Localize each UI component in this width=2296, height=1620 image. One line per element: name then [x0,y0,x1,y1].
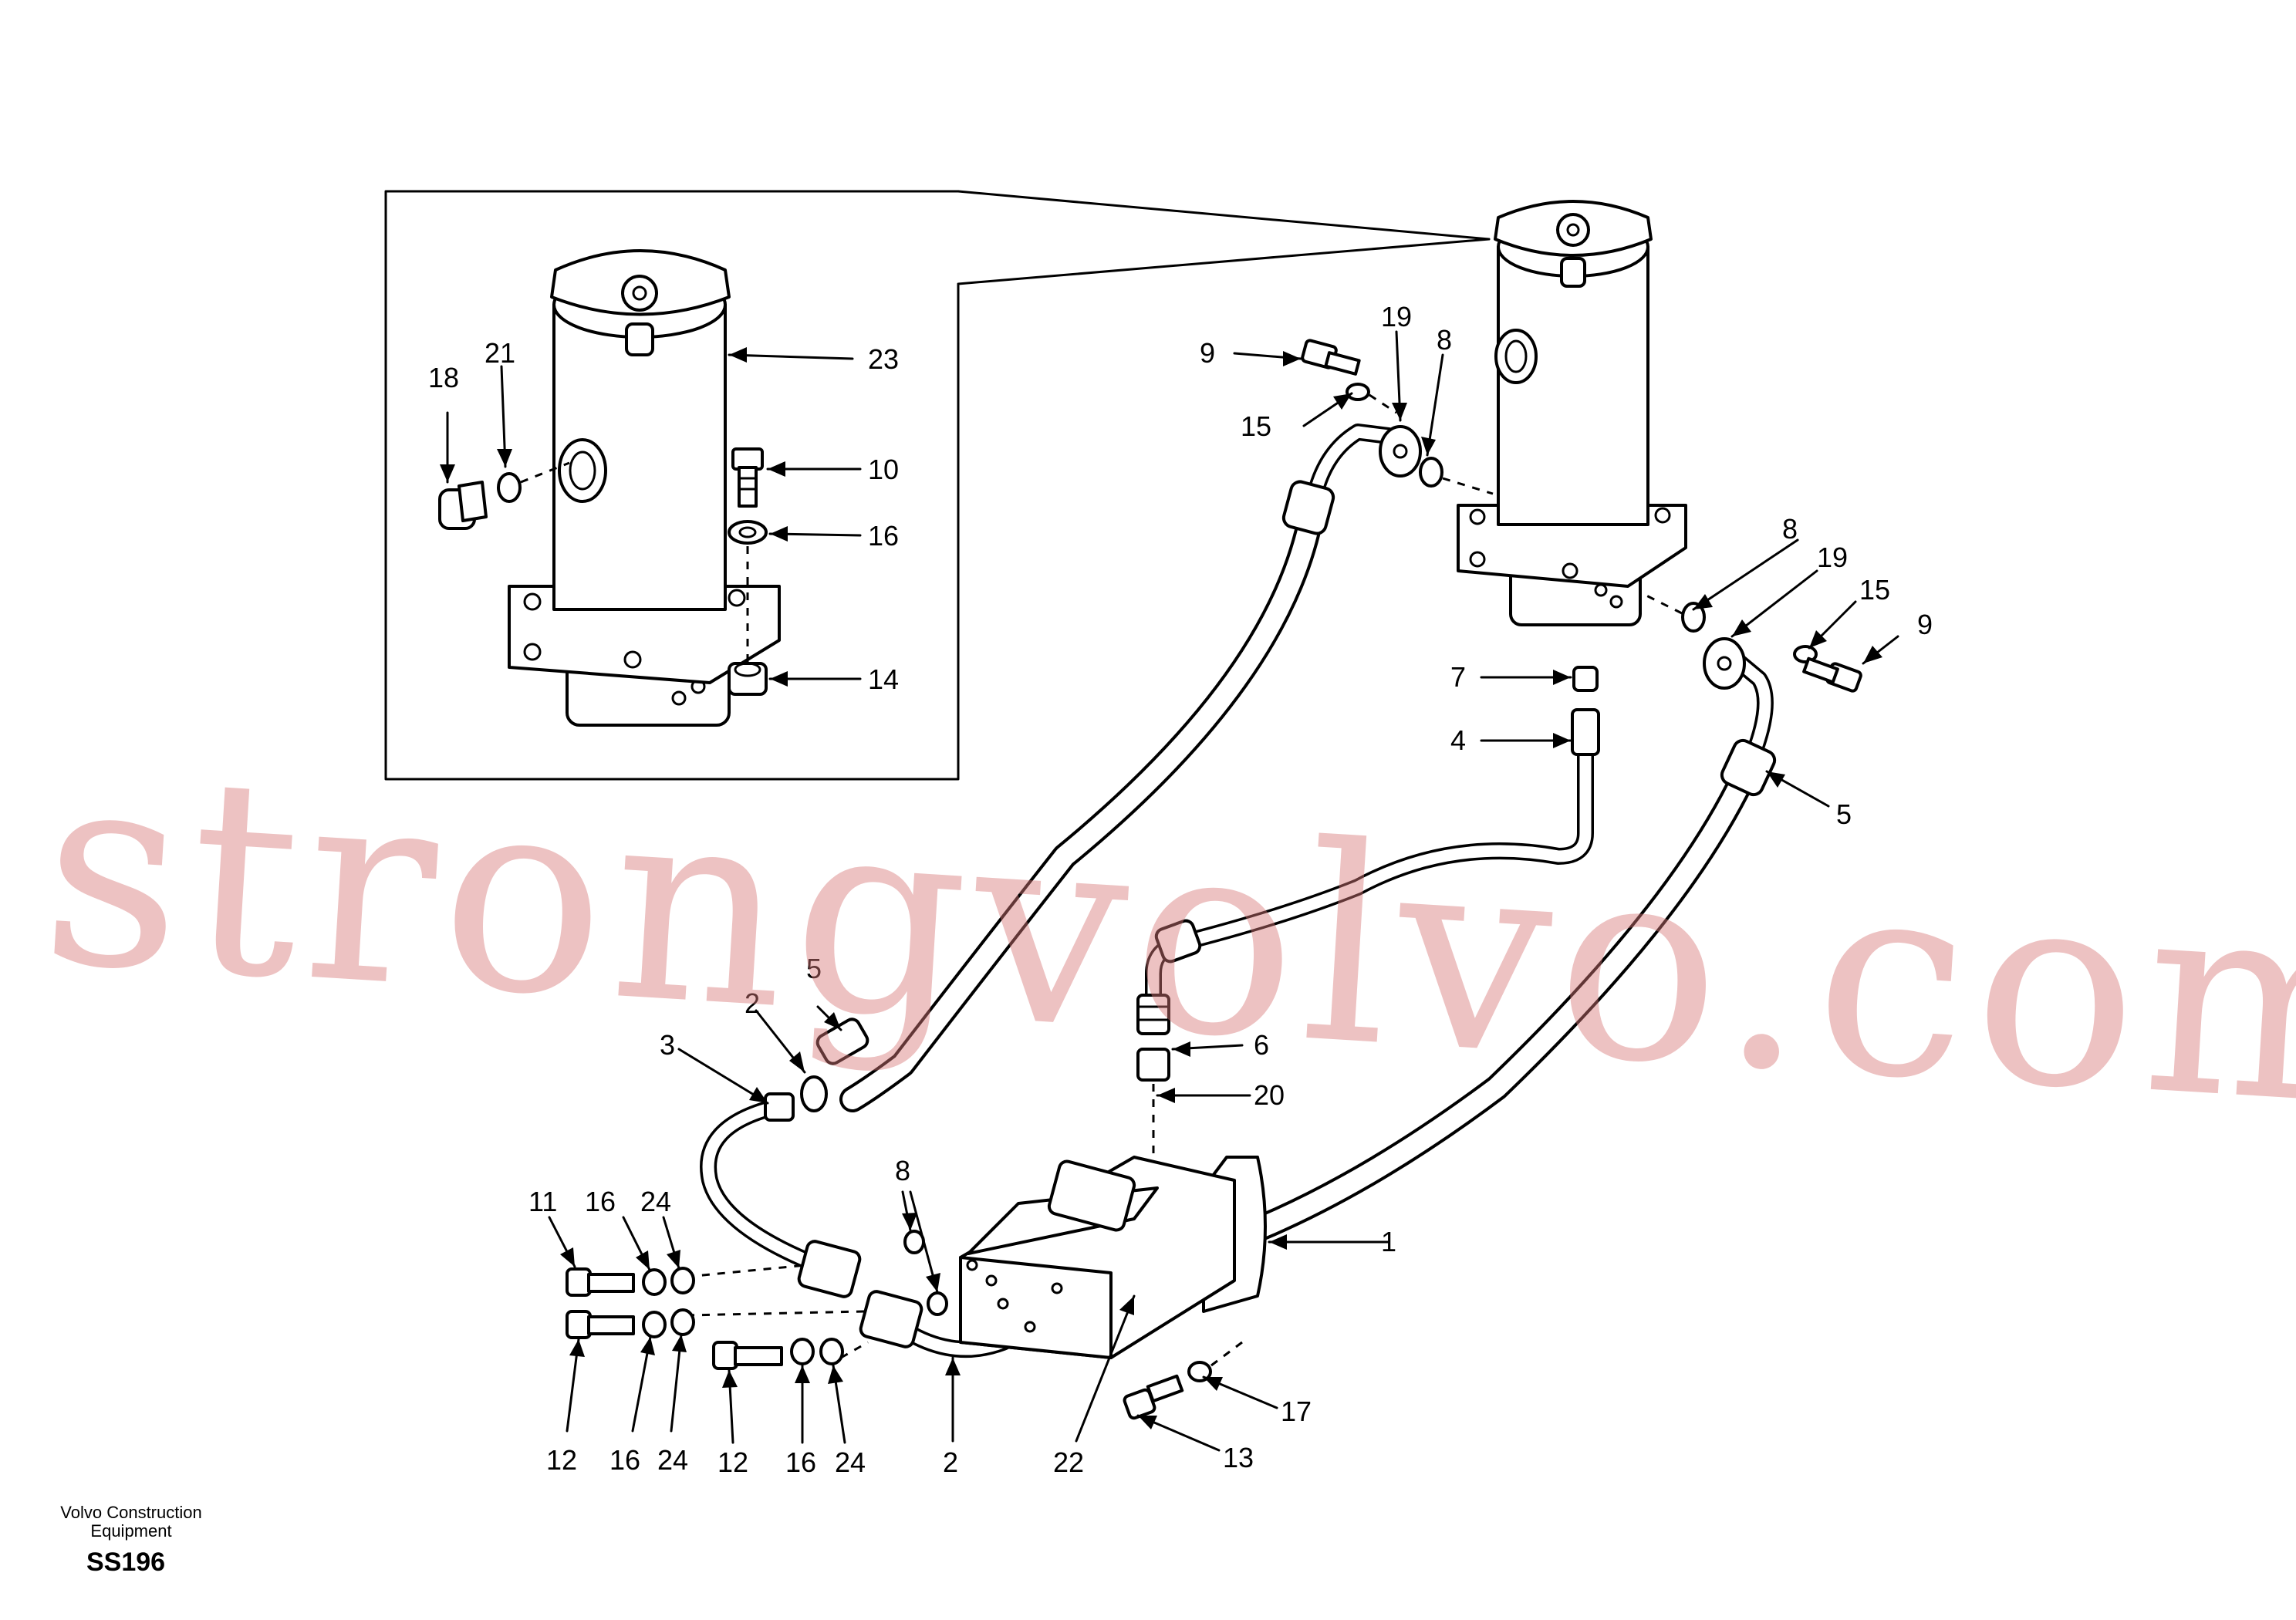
inset-plug [438,461,570,530]
flange-clamps [686,1240,923,1359]
callout-16-b: 16 [609,1444,640,1476]
callout-20: 20 [1254,1079,1285,1111]
publisher-line-2: Equipment [90,1521,172,1541]
callout-24-b: 24 [657,1444,688,1476]
callout-17: 17 [1281,1396,1312,1427]
callout-12-a: 12 [546,1444,577,1476]
main-swivel-joint [1457,200,1687,626]
callout-8-top: 8 [1437,324,1452,356]
callout-10: 10 [868,454,899,485]
callout-12-b: 12 [718,1446,748,1478]
callout-16-a: 16 [585,1186,616,1217]
callout-21: 21 [485,337,515,369]
callout-15-right: 15 [1859,574,1890,606]
callout-5-right: 5 [1836,798,1852,830]
callout-6: 6 [1254,1029,1269,1061]
callout-24-a: 24 [640,1186,671,1217]
callout-11: 11 [528,1186,557,1217]
publisher-line-1: Volvo Construction [60,1503,202,1522]
callout-14: 14 [868,663,899,695]
callout-8-bottom: 8 [895,1155,910,1186]
callout-1: 1 [1381,1226,1396,1257]
callout-23: 23 [868,343,899,375]
callout-4: 4 [1450,724,1466,756]
callout-3: 3 [660,1029,675,1061]
main-callout-arrows [548,330,1899,1452]
callout-2-top: 2 [745,987,760,1019]
callout-9-right: 9 [1917,609,1933,640]
callout-24-c: 24 [835,1446,866,1478]
inset-callout-arrows [440,347,862,687]
callout-22: 22 [1053,1446,1084,1478]
valve-block [903,1156,1267,1359]
callout-15-top: 15 [1241,410,1271,442]
callout-19-top: 19 [1381,301,1412,332]
callout-2-bottom: 2 [943,1446,958,1478]
callout-labels: 23 18 21 10 16 14 19 8 9 15 8 19 15 9 7 … [428,301,1933,1478]
callout-5-left: 5 [806,953,822,984]
drawing-code: SS196 [86,1547,166,1577]
callout-8-right: 8 [1782,513,1798,545]
inset-swivel-joint [508,249,781,727]
callout-19-right: 19 [1817,542,1848,573]
inset-bolt [728,447,768,696]
callout-16-inset: 16 [868,520,899,552]
flange-connectors [1301,339,1862,693]
callout-16-c: 16 [785,1446,816,1478]
callout-13: 13 [1223,1442,1254,1473]
inset-frame [384,190,1491,781]
fittings-6-20 [1136,994,1170,1173]
callout-7: 7 [1450,661,1466,693]
bolts-washers [566,1267,1243,1420]
callout-9-top: 9 [1200,337,1215,369]
callout-18: 18 [428,362,459,393]
